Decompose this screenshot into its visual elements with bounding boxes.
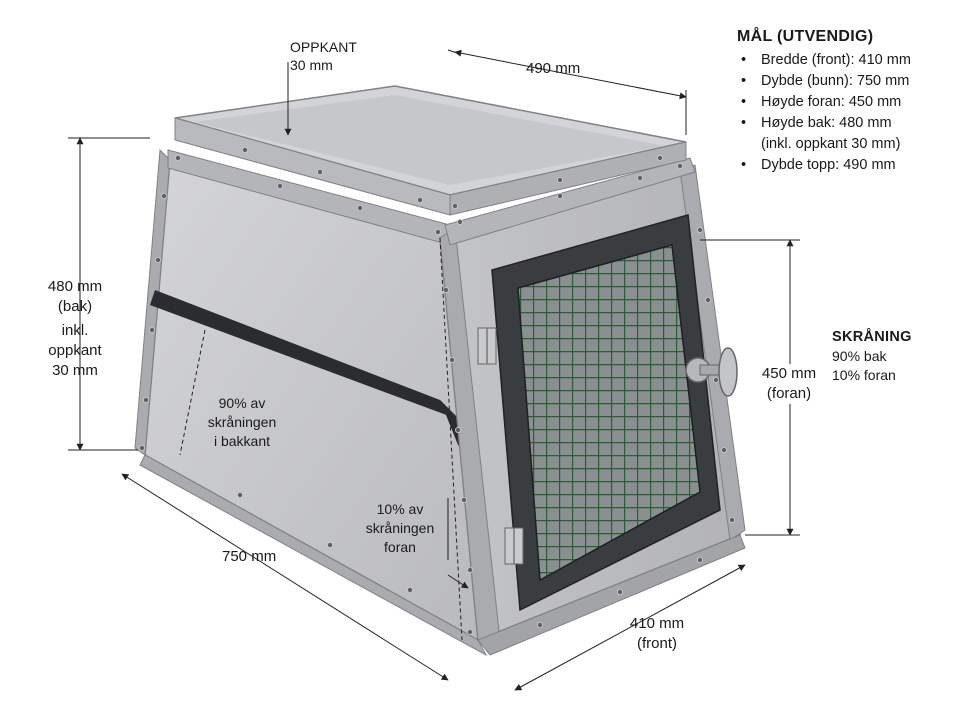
hinge-icon <box>504 527 524 565</box>
rivet-icon <box>356 204 363 211</box>
rivet-icon <box>148 326 155 333</box>
rivet-icon <box>142 396 149 403</box>
back-height-label: 480 mm (bak) inkl. oppkant 30 mm <box>20 277 130 381</box>
back-height-oppkant-value: 30 mm <box>52 362 98 379</box>
rivet-icon <box>466 629 473 636</box>
spec-item: Bredde (front): 410 mm <box>737 50 952 71</box>
rivet-icon <box>466 567 473 574</box>
back-slope-line-1: 90% av <box>218 395 266 411</box>
spec-title: MÅL (UTVENDIG) <box>737 28 874 45</box>
rivet-icon <box>416 196 423 203</box>
spec-items: Bredde (front): 410 mm Dybde (bunn): 750… <box>737 50 952 176</box>
front-slope-line-1: 10% av <box>376 501 424 517</box>
rivet-icon <box>537 622 544 629</box>
spec-item: Dybde topp: 490 mm <box>737 155 952 176</box>
back-height-incl: inkl. <box>61 322 89 339</box>
rivet-icon <box>316 168 323 175</box>
rivet-icon <box>705 296 712 303</box>
front-height-sub: (foran) <box>766 385 812 402</box>
hinge-icon <box>477 327 497 365</box>
front-slope-note: 10% av skråningen foran <box>350 500 450 557</box>
rivet-icon <box>442 286 449 293</box>
oppkant-value: 30 mm <box>290 57 333 73</box>
rivet-icon <box>721 446 728 453</box>
rivet-icon <box>276 182 283 189</box>
spec-list: MÅL (UTVENDIG) Bredde (front): 410 mm Dy… <box>737 26 952 176</box>
front-height-value: 450 mm <box>761 365 817 382</box>
rivet-icon <box>174 154 181 161</box>
oppkant-label: OPPKANT 30 mm <box>290 38 357 74</box>
slope-back: 90% bak <box>832 348 887 364</box>
spec-item: Høyde foran: 450 mm <box>737 92 952 113</box>
slope-info: SKRÅNING 90% bak 10% foran <box>832 327 952 385</box>
front-height-label: 450 mm (foran) <box>744 364 834 404</box>
strap <box>150 290 460 420</box>
rivet-icon <box>557 176 564 183</box>
side-panel <box>134 148 488 657</box>
slope-front: 10% foran <box>832 367 896 383</box>
top-tray <box>174 85 687 216</box>
handle-knob-icon[interactable] <box>685 347 738 397</box>
front-width-sub: (front) <box>636 635 677 652</box>
top-depth-label: 490 mm <box>526 60 581 77</box>
rivet-icon <box>713 376 720 383</box>
rivet-icon <box>729 517 736 524</box>
back-slope-line-3: i bakkant <box>213 433 271 449</box>
rivet-icon <box>406 587 413 594</box>
front-slope-line-3: foran <box>384 539 416 555</box>
rivet-icon <box>138 444 145 451</box>
rivet-icon <box>160 192 167 199</box>
back-slope-line-2: skråningen <box>207 414 277 430</box>
front-width-label: 410 mm (front) <box>612 614 702 654</box>
back-height-oppkant: oppkant <box>48 342 102 359</box>
slope-title: SKRÅNING <box>832 329 912 345</box>
rivet-icon <box>456 218 463 225</box>
rivet-icon <box>637 174 644 181</box>
front-width-value: 410 mm <box>629 615 685 632</box>
rivet-icon <box>617 589 624 596</box>
rivet-icon <box>154 256 161 263</box>
rivet-icon <box>697 557 704 564</box>
rivet-icon <box>434 228 441 235</box>
oppkant-title: OPPKANT <box>290 39 357 55</box>
rivet-icon <box>451 202 458 209</box>
spec-item: (inkl. oppkant 30 mm) <box>761 136 901 152</box>
back-height-value: 480 mm <box>47 278 103 295</box>
bottom-depth-label: 750 mm <box>222 548 277 565</box>
spec-item: Dybde (bunn): 750 mm <box>737 71 952 92</box>
door[interactable] <box>477 214 738 612</box>
spec-item: Høyde bak: 480 mm <box>737 113 952 134</box>
rivet-icon <box>657 154 664 161</box>
back-slope-note: 90% av skråningen i bakkant <box>192 394 292 451</box>
rivet-icon <box>236 491 243 498</box>
rivet-icon <box>448 356 455 363</box>
rivet-icon <box>557 192 564 199</box>
rivet-icon <box>454 426 461 433</box>
rivet-icon <box>241 146 248 153</box>
rivet-icon <box>326 542 333 549</box>
rivet-icon <box>460 496 467 503</box>
front-slope-line-2: skråningen <box>365 520 435 536</box>
rivet-icon <box>697 226 704 233</box>
rivet-icon <box>677 162 684 169</box>
back-height-sub: (bak) <box>57 298 93 315</box>
rivet-icon <box>138 146 736 636</box>
